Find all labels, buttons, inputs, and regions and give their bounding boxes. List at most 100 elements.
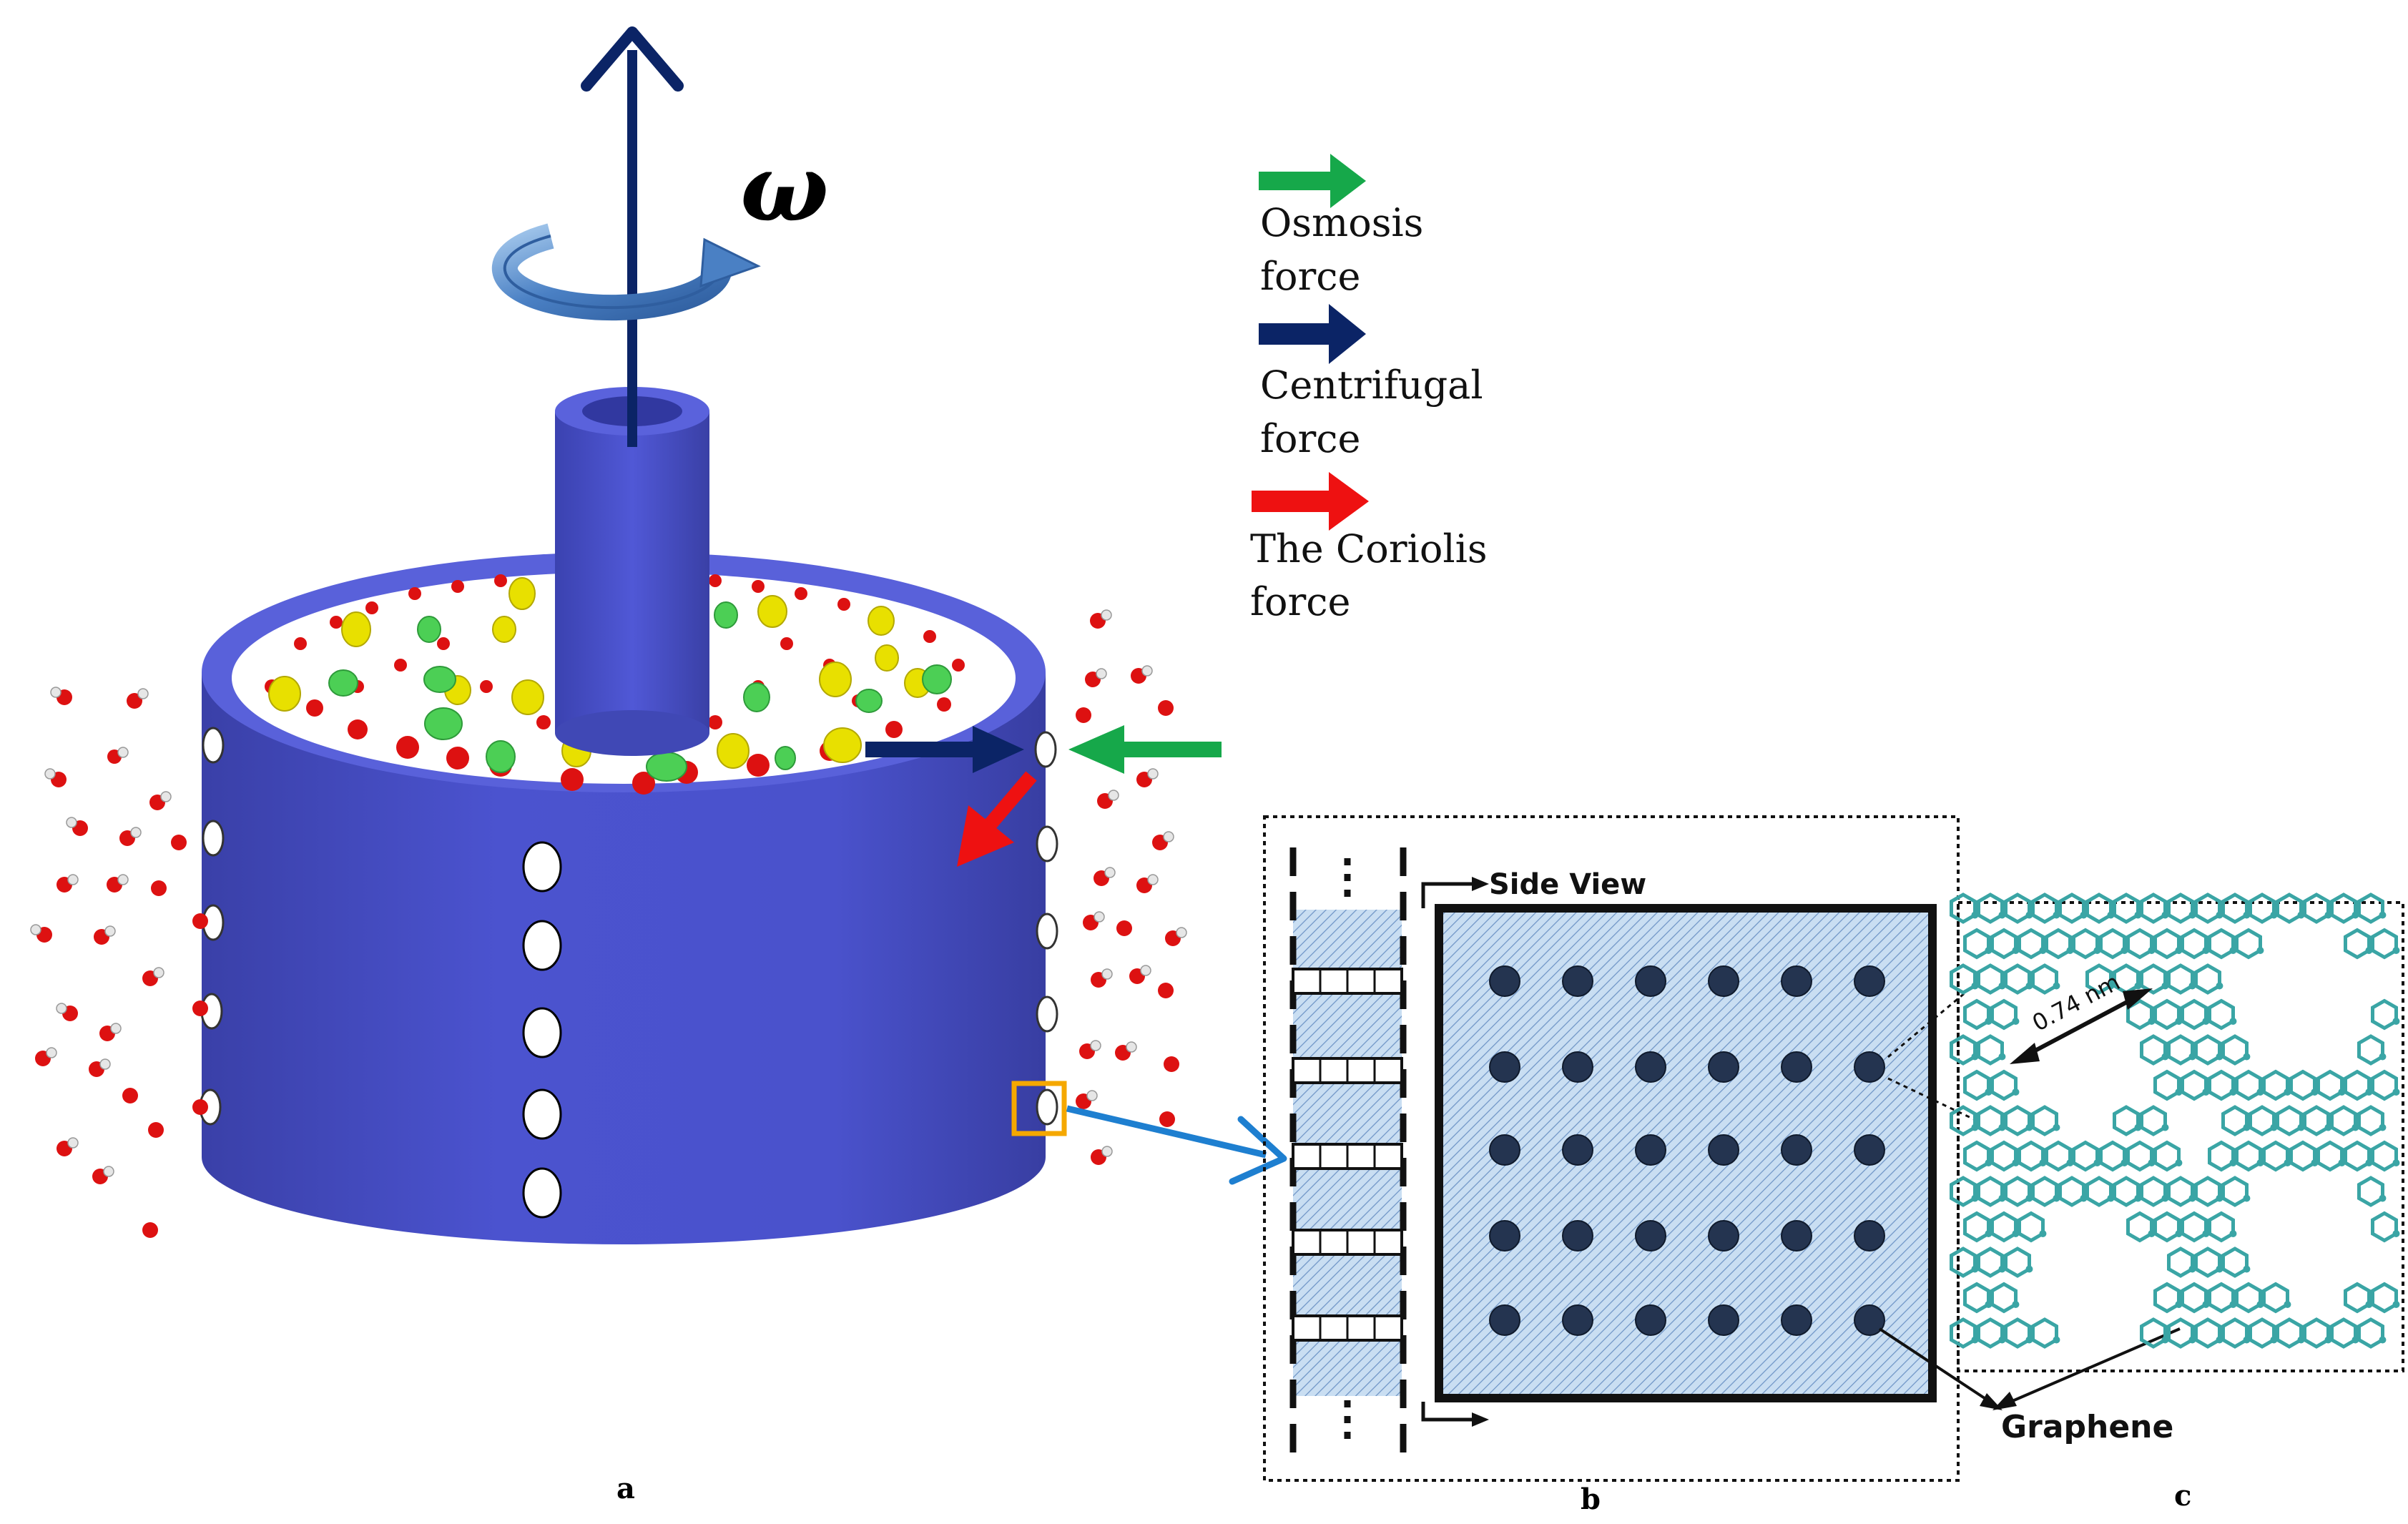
graphene-atom	[2161, 1053, 2169, 1061]
graphene-atom	[2365, 947, 2373, 954]
graphene-atom	[2025, 1194, 2033, 1202]
graphene-ring	[2221, 1034, 2249, 1066]
graphene-ring	[1977, 893, 2004, 924]
graphene-atom	[2338, 1088, 2346, 1096]
centrifugal-force-arrow	[865, 726, 1024, 773]
graphene-ring	[2249, 1317, 2276, 1349]
graphene-ring	[2181, 998, 2208, 1031]
graphene-ring	[2031, 963, 2058, 995]
legend: Osmosis force Centrifugal force The Cori…	[1250, 154, 1488, 624]
graphene-atom	[2202, 1018, 2210, 1025]
side-view-bracket	[1421, 882, 1475, 1422]
graphene-ring	[2153, 1211, 2181, 1243]
graphene-atom	[2270, 1124, 2278, 1131]
graphene-ring	[2316, 1140, 2344, 1172]
panel-label-c: c	[2174, 1479, 2191, 1513]
graphene-ring	[2167, 1247, 2194, 1278]
graphene-atom	[2012, 947, 2020, 954]
graphene-atom	[2148, 947, 2156, 954]
graphene-atom	[2216, 1336, 2223, 1344]
graphene-atom	[2216, 982, 2223, 990]
graphene-ring	[2140, 1317, 2167, 1349]
coriolis-force-arrow	[957, 771, 1037, 867]
graphene-ring	[2221, 1247, 2249, 1278]
legend-osmosis-line2: force	[1260, 254, 1361, 299]
graphene-atom	[2093, 1159, 2101, 1166]
graphene-ring	[2031, 1105, 2058, 1136]
graphene-atom	[2053, 911, 2060, 919]
graphene-atom	[2053, 1124, 2060, 1131]
panel-a: ω	[30, 26, 1287, 1505]
graphene-atom	[1985, 1230, 1992, 1237]
graphene-atom	[2392, 1159, 2400, 1166]
graphene-ring	[2113, 1105, 2140, 1136]
graphene-ring	[2085, 893, 2113, 924]
graphene-ring	[2357, 1176, 2384, 1207]
graphene-ring	[2235, 1282, 2262, 1314]
graphene-ring	[2140, 893, 2167, 924]
graphene-ring	[2167, 1034, 2194, 1066]
graphene-atom	[2093, 947, 2101, 954]
graphene-atom	[2202, 1230, 2210, 1237]
panel-label-b: b	[1581, 1483, 1601, 1516]
graphene-ring	[1963, 1211, 1990, 1243]
graphene-atom	[1998, 1124, 2006, 1131]
graphene-atom	[2379, 1124, 2387, 1131]
graphene-atom	[2202, 1088, 2210, 1096]
graphene-atom	[2229, 1088, 2237, 1096]
graphene-ring	[2249, 893, 2276, 924]
central-tube-bottom	[555, 710, 709, 756]
graphene-ring	[2371, 1069, 2398, 1101]
graphene-ring	[2031, 1176, 2058, 1207]
side-view-label: Side View	[1489, 868, 1646, 901]
graphene-atom	[2243, 1124, 2251, 1131]
legend-coriolis-line2: force	[1250, 579, 1351, 624]
graphene-ring	[2004, 1176, 2031, 1207]
legend-coriolis-line1: The Coriolis	[1250, 526, 1488, 571]
graphene-atom	[2216, 1265, 2223, 1273]
graphene-atom	[2229, 1230, 2237, 1237]
graphene-atom	[2053, 982, 2060, 990]
graphene-ring	[2085, 1176, 2113, 1207]
graphene-atom	[2352, 911, 2359, 919]
graphene-atom	[2175, 1088, 2183, 1096]
graphene-ring	[1963, 1282, 1990, 1314]
legend-osmosis-arrow	[1259, 154, 1366, 208]
graphene-atom	[2107, 982, 2115, 990]
graphene-atom	[2243, 1265, 2251, 1273]
graphene-atom	[2229, 1301, 2237, 1308]
graphene-atom	[2107, 1194, 2115, 1202]
graphene-atom	[2012, 1230, 2020, 1237]
graphene-ring	[2208, 1140, 2235, 1172]
graphene-ring	[2235, 1140, 2262, 1172]
graphene-atom	[2188, 1053, 2196, 1061]
graphene-ring	[2357, 1317, 2384, 1349]
front-pores	[522, 841, 562, 1219]
graphene-ring	[1950, 1317, 1977, 1349]
graphene-atom	[2284, 1159, 2291, 1166]
pore-size-label: 0.74 nm	[2028, 968, 2124, 1037]
graphene-ring	[2194, 1176, 2221, 1207]
osmosis-force-arrow	[1068, 725, 1222, 774]
graphene-ring	[1963, 928, 1990, 960]
graphene-ring	[2018, 1211, 2045, 1243]
graphene-atom	[2392, 1018, 2400, 1025]
central-tube	[555, 411, 709, 733]
graphene-ring	[1990, 1069, 2018, 1101]
outside-water-molecules	[30, 609, 1187, 1238]
graphene-ring	[2126, 928, 2153, 960]
graphene-atom	[2039, 1159, 2047, 1166]
graphene-ring	[2126, 1211, 2153, 1243]
salt-water-mixture	[265, 574, 965, 795]
graphene-atom	[2256, 947, 2264, 954]
graphene-atom	[2270, 911, 2278, 919]
highlighted-pore-box	[1011, 1081, 1067, 1136]
graphene-atom	[1985, 1301, 1992, 1308]
graphene-ring	[2289, 1140, 2316, 1172]
graphene-ring	[2018, 928, 2045, 960]
graphene-ring	[2194, 1317, 2221, 1349]
graphene-atom	[1998, 1053, 2006, 1061]
legend-centrifugal-arrow	[1259, 304, 1366, 364]
graphene-ring	[2276, 893, 2303, 924]
